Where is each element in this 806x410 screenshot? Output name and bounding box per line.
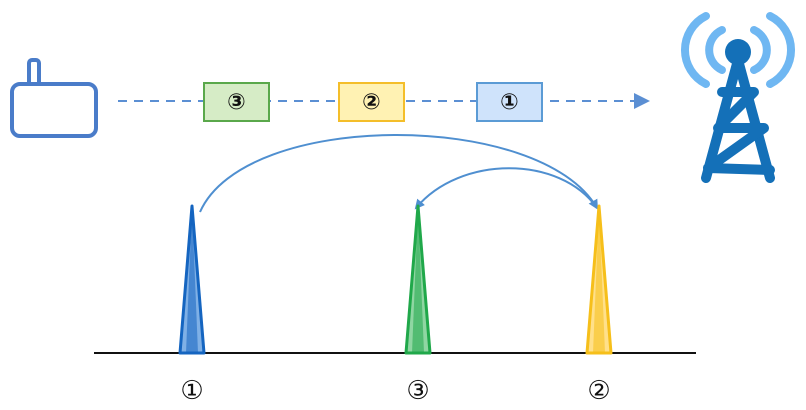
spike-1-label: ①: [180, 376, 203, 406]
reorder-arrow-1-to-2: [199, 134, 599, 213]
spike-2-label: ②: [587, 376, 610, 406]
cell-tower-icon: [681, 12, 795, 183]
transmitter-device-icon: [10, 58, 98, 138]
reorder-arrow-2-to-3: [414, 167, 598, 210]
spike-1: [178, 204, 206, 355]
signal-waves-icon: [681, 12, 795, 88]
packet-1-label: ①: [500, 90, 519, 115]
packet-1: ①: [476, 82, 543, 122]
spike-2: [585, 204, 613, 355]
spike-3-label: ③: [406, 376, 429, 406]
packet-3: ③: [203, 82, 270, 122]
packet-3-label: ③: [227, 90, 246, 115]
packet-2-label: ②: [362, 90, 381, 115]
spike-3: [404, 204, 432, 355]
packet-2: ②: [338, 82, 405, 122]
